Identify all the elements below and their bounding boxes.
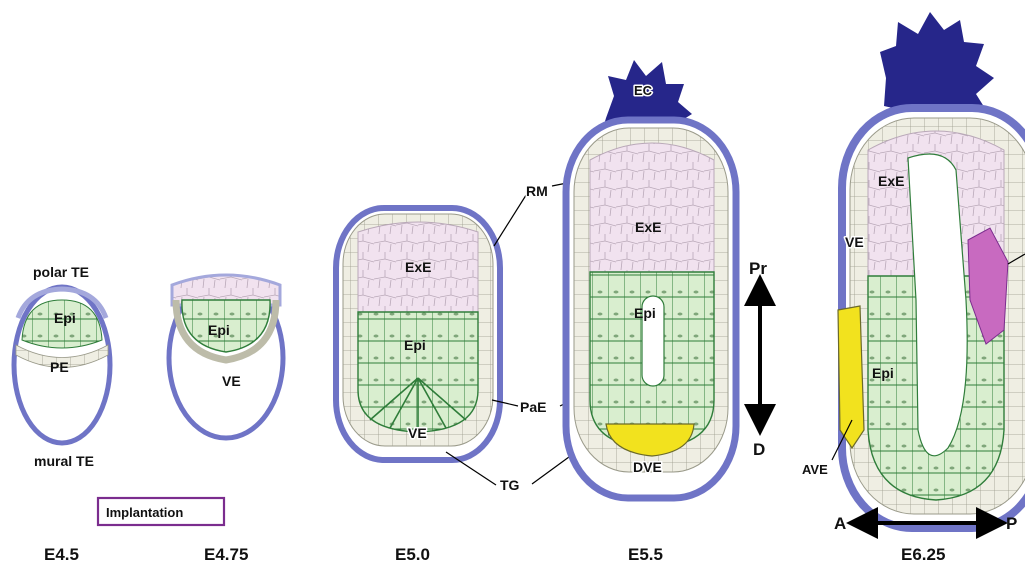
label-axis-pr: Pr	[749, 259, 767, 278]
label-pe: PE	[50, 359, 69, 375]
label-ave: AVE	[802, 462, 828, 477]
label-ec: EC	[634, 83, 653, 98]
stage-label: E4.75	[204, 545, 248, 564]
label-exe-e6-25: ExE	[878, 173, 904, 189]
exe-e5-5	[590, 143, 714, 272]
label-exe-e5-5: ExE	[635, 219, 661, 235]
label-exe-e5-0: ExE	[405, 259, 431, 275]
label-axis-a: A	[834, 514, 846, 533]
label-epi-e6-25: Epi	[872, 365, 894, 381]
label-ve-e4-75: VE	[222, 373, 241, 389]
label-dve: DVE	[633, 459, 662, 475]
label-ve-e5-0: VE	[408, 425, 427, 441]
stage-label: E5.0	[395, 545, 430, 564]
stage-label: E6.25	[901, 545, 945, 564]
embryo-e6-25: ExE VE Epi AVE	[802, 12, 1025, 528]
label-epi-e4-75: Epi	[208, 322, 230, 338]
label-rm: RM	[526, 183, 548, 199]
label-epi-e5-5: Epi	[634, 305, 656, 321]
embryo-e4-75: Epi VE	[169, 275, 283, 438]
label-epi-e5-0: Epi	[404, 337, 426, 353]
label-tg: TG	[500, 477, 520, 493]
stage-label: E5.5	[628, 545, 663, 564]
label-implantation: Implantation	[106, 505, 183, 520]
embryo-e5-5: EC ExE Epi DVE	[566, 60, 736, 498]
label-axis-d: D	[753, 440, 765, 459]
label-ve-e6-25: VE	[845, 234, 864, 250]
ave-cells	[838, 306, 864, 448]
label-polar-te: polar TE	[33, 264, 89, 280]
stage-label: E4.5	[44, 545, 79, 564]
implantation-box: Implantation	[98, 498, 224, 525]
label-mural-te: mural TE	[34, 453, 94, 469]
embryo-e4-5: polar TE Epi PE mural TE	[14, 264, 110, 469]
label-pae: PaE	[520, 399, 546, 415]
pr-d-axis: Pr D	[749, 259, 767, 459]
embryo-e5-0: ExE Epi VE	[336, 208, 500, 460]
stage-labels: E4.5 E4.75 E5.0 E5.5 E6.25	[44, 545, 945, 564]
label-axis-p: P	[1006, 514, 1017, 533]
label-epi-e4-5: Epi	[54, 310, 76, 326]
